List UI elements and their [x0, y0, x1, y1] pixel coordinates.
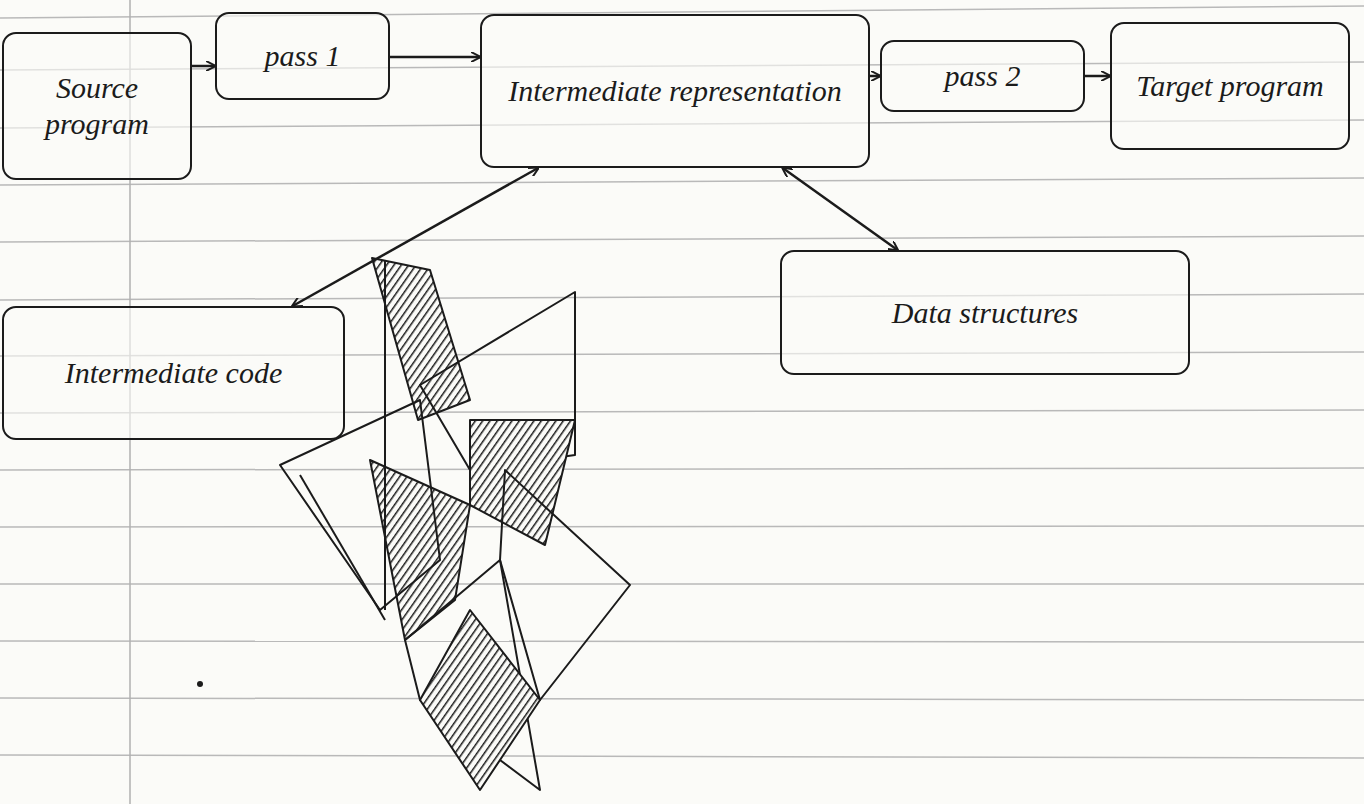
box-label: Intermediate code: [65, 355, 282, 391]
flow-arrow: [870, 75, 880, 78]
box-label: Target program: [1136, 68, 1324, 104]
flow-arrow: [1085, 75, 1110, 78]
process-box: pass 1: [215, 12, 390, 100]
box-label: pass 2: [945, 58, 1021, 94]
flow-arrow: [783, 168, 898, 250]
flow-arrow: [192, 65, 215, 68]
flow-arrow: [390, 56, 480, 59]
box-label: Intermediate representation: [508, 73, 842, 109]
process-box: Source program: [2, 32, 192, 180]
process-box: Data structures: [780, 250, 1190, 375]
process-box: Target program: [1110, 22, 1350, 150]
process-box: Intermediate representation: [480, 14, 870, 168]
box-label: Source program: [16, 70, 178, 142]
flow-arrow: [293, 168, 538, 306]
box-label: pass 1: [265, 38, 341, 74]
process-box: Intermediate code: [2, 306, 345, 440]
process-box: pass 2: [880, 40, 1085, 112]
box-label: Data structures: [892, 295, 1078, 331]
